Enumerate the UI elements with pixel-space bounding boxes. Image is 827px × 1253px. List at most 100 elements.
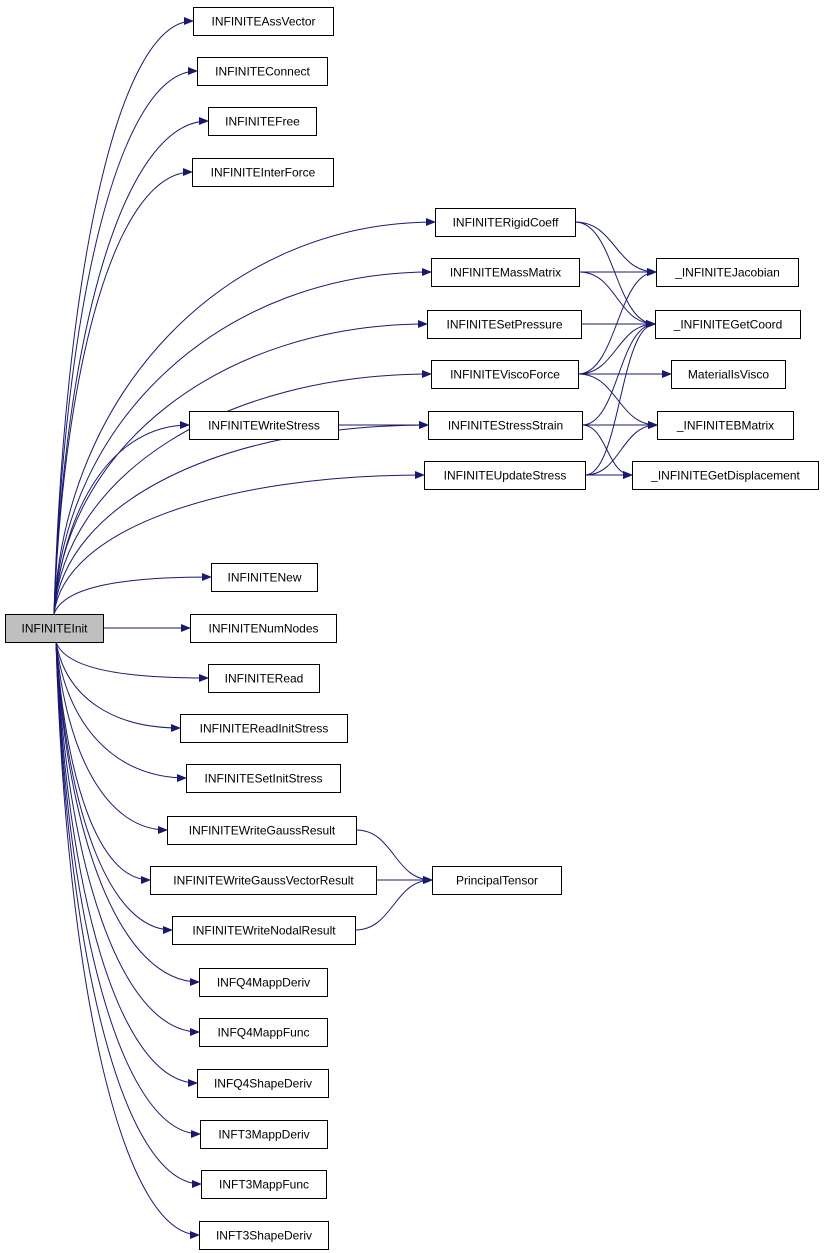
- node-setinitstress[interactable]: INFINITESetInitStress: [186, 764, 341, 793]
- node-box: [199, 1018, 328, 1047]
- node-label: INFT3MappFunc: [219, 1178, 309, 1192]
- edge-root-to-inft3mappfunc: [55, 641, 202, 1188]
- edge-layer: [53, 17, 672, 1239]
- node-new[interactable]: INFINITENew: [211, 563, 318, 592]
- edge-root-to-inft3shapederiv: [55, 641, 200, 1239]
- node-box: [671, 360, 786, 389]
- node-label: INFINITENew: [227, 571, 301, 585]
- node-layer: INFINITEInit INFINITEAssVectorINFINITECon…: [5, 7, 819, 1250]
- edge-stressstrain-to-getcoord: [581, 320, 656, 426]
- node-label: INFINITEConnect: [215, 65, 310, 79]
- node-infq4shapederiv[interactable]: INFQ4ShapeDeriv: [197, 1069, 329, 1098]
- node-box: [211, 563, 318, 592]
- node-rigidcoeff[interactable]: INFINITERigidCoeff: [435, 208, 576, 237]
- node-label: INFINITEAssVector: [211, 15, 315, 29]
- edge-viscoforce-to-jacobian: [577, 268, 657, 375]
- edge-massmatrix-to-getcoord: [578, 271, 656, 328]
- node-box: [199, 1221, 329, 1250]
- node-label: INFINITEMassMatrix: [450, 266, 561, 280]
- edge-root-to-inft3mappderiv: [55, 641, 201, 1138]
- edge-root-to-writegaussvectorresult: [55, 641, 151, 884]
- node-updatestress[interactable]: INFINITEUpdateStress: [424, 461, 586, 490]
- node-writegaussresult[interactable]: INFINITEWriteGaussResult: [167, 816, 357, 845]
- node-writegaussvectorresult[interactable]: INFINITEWriteGaussVectorResult: [150, 866, 377, 895]
- node-massmatrix[interactable]: INFINITEMassMatrix: [431, 258, 580, 287]
- node-box: [201, 1170, 327, 1199]
- node-label: INFQ4ShapeDeriv: [214, 1077, 312, 1091]
- node-bmatrix[interactable]: _INFINITEBMatrix: [657, 411, 794, 440]
- node-root[interactable]: INFINITEInit: [5, 614, 104, 643]
- edge-root-to-massmatrix: [53, 268, 432, 615]
- node-read[interactable]: INFINITERead: [208, 664, 320, 693]
- node-label: INFINITEWriteStress: [208, 419, 320, 433]
- node-free[interactable]: INFINITEFree: [208, 107, 317, 136]
- node-infq4mappderiv[interactable]: INFQ4MappDeriv: [199, 968, 328, 997]
- edge-root-to-interforce: [53, 168, 193, 615]
- node-inft3shapederiv[interactable]: INFT3ShapeDeriv: [199, 1221, 329, 1250]
- node-label: INFINITEWriteGaussVectorResult: [173, 874, 354, 888]
- node-label: INFINITEInterForce: [211, 166, 316, 180]
- edge-writenodalresult-to-principaltensor: [354, 876, 433, 931]
- node-label: _INFINITEBMatrix: [676, 419, 774, 433]
- node-label: PrincipalTensor: [456, 874, 538, 888]
- edge-root-to-writenodalresult: [55, 641, 173, 934]
- node-inft3mappderiv[interactable]: INFT3MappDeriv: [200, 1120, 328, 1149]
- node-box: [5, 614, 104, 643]
- edge-root-to-writestress: [53, 421, 190, 615]
- node-box: [431, 258, 580, 287]
- edge-root-to-viscoforce: [53, 370, 432, 615]
- edge-root-to-rigidcoeff: [53, 218, 436, 615]
- node-inft3mappfunc[interactable]: INFT3MappFunc: [201, 1170, 327, 1199]
- node-box: [190, 614, 337, 643]
- node-label: INFINITEViscoForce: [450, 368, 560, 382]
- node-box: [431, 360, 579, 389]
- node-numnodes[interactable]: INFINITENumNodes: [190, 614, 337, 643]
- edge-root-to-writegaussresult: [55, 641, 168, 834]
- node-label: _INFINITEJacobian: [674, 266, 780, 280]
- node-label: INFINITERigidCoeff: [453, 216, 559, 230]
- node-label: INFQ4MappFunc: [217, 1026, 309, 1040]
- edge-updatestress-to-bmatrix: [584, 421, 658, 476]
- node-assvector[interactable]: INFINITEAssVector: [193, 7, 334, 36]
- edge-stressstrain-to-getdisplacement: [581, 424, 633, 479]
- edge-root-to-updatestress: [53, 471, 425, 615]
- node-box: [197, 1069, 329, 1098]
- edge-root-to-readinitstress: [55, 641, 181, 732]
- node-writestress[interactable]: INFINITEWriteStress: [189, 411, 339, 440]
- node-principaltensor[interactable]: PrincipalTensor: [432, 866, 562, 895]
- edge-viscoforce-to-bmatrix: [577, 373, 658, 429]
- edge-root-to-connect: [53, 67, 198, 615]
- node-writenodalresult[interactable]: INFINITEWriteNodalResult: [172, 916, 356, 945]
- node-label: INFINITERead: [225, 672, 304, 686]
- edge-updatestress-to-getcoord: [584, 320, 656, 476]
- node-viscoforce[interactable]: INFINITEViscoForce: [431, 360, 579, 389]
- node-box: [435, 208, 576, 237]
- node-box: [197, 57, 328, 86]
- node-box: [657, 411, 794, 440]
- node-box: [656, 258, 799, 287]
- node-label: INFINITESetInitStress: [204, 772, 322, 786]
- node-box: [167, 816, 357, 845]
- node-getdisplacement[interactable]: _INFINITEGetDisplacement: [632, 461, 819, 490]
- node-label: INFT3MappDeriv: [218, 1128, 309, 1142]
- node-box: [428, 411, 583, 440]
- node-label: INFINITENumNodes: [208, 622, 318, 636]
- node-setpressure[interactable]: INFINITESetPressure: [427, 310, 582, 339]
- node-label: INFINITEWriteNodalResult: [192, 924, 336, 938]
- node-label: INFINITEFree: [225, 115, 300, 129]
- node-box: [424, 461, 586, 490]
- node-getcoord[interactable]: _INFINITEGetCoord: [655, 310, 801, 339]
- edge-root-to-infq4mappderiv: [55, 641, 200, 986]
- node-infq4mappfunc[interactable]: INFQ4MappFunc: [199, 1018, 328, 1047]
- node-label: INFINITEUpdateStress: [444, 469, 567, 483]
- node-stressstrain[interactable]: INFINITEStressStrain: [428, 411, 583, 440]
- node-interforce[interactable]: INFINITEInterForce: [192, 158, 334, 187]
- node-box: [180, 714, 348, 743]
- node-box: [186, 764, 341, 793]
- node-materialisvisco[interactable]: MaterialIsVisco: [671, 360, 786, 389]
- node-box: [655, 310, 801, 339]
- node-label: INFINITEStressStrain: [448, 419, 563, 433]
- node-connect[interactable]: INFINITEConnect: [197, 57, 328, 86]
- node-readinitstress[interactable]: INFINITEReadInitStress: [180, 714, 348, 743]
- node-jacobian[interactable]: _INFINITEJacobian: [656, 258, 799, 287]
